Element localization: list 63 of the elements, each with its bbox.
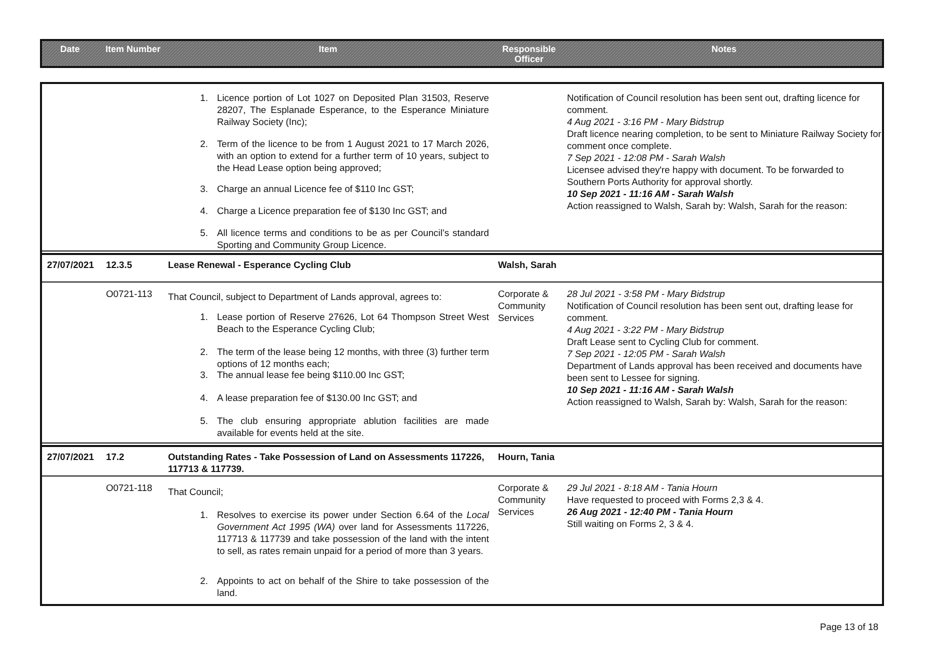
list-number: 4.: [199, 205, 208, 217]
resolution-intro: That Council;: [168, 486, 224, 498]
list-number: 1.: [199, 311, 208, 323]
list-number: 1.: [199, 92, 208, 104]
meeting-date: 27/07/2021: [47, 451, 95, 463]
meeting-date: 27/07/2021: [47, 259, 95, 271]
item-number: 17.2: [106, 451, 126, 463]
list-number: 5.: [199, 227, 208, 239]
note-timestamp: 4 Aug 2021 - 3:16 PM - Mary Bidstrup: [567, 116, 726, 128]
column-header: Item: [318, 44, 338, 54]
note-timestamp: 7 Sep 2021 - 12:05 PM - Sarah Walsh: [567, 348, 726, 360]
note-text: Action reassigned to Walsh, Sarah by: Walsh, Sarah for the reason:: [567, 396, 848, 408]
item-number: 12.3.5: [106, 259, 134, 271]
note-text: Department of Lands approval has been received and documents have been sent to Lessee for signing.: [567, 360, 863, 384]
column-header: Responsible Officer: [501, 44, 557, 64]
page-number: Page 13 of 18: [820, 621, 880, 633]
resolution-intro: That Council, subject to Department of Lands approval, agrees to:: [168, 291, 443, 303]
list-item-text: Term of the licence to be from 1 August 2021 to 17 March 2026, with an option to extend for a further term of 10 years, subject to the Head Lease option being approved;: [217, 138, 489, 174]
list-item-text: Lease portion of Reserve 27626, Lot 64 Thompson Street West Beach to the Esperance Cycling Club;: [217, 311, 489, 335]
note-timestamp: 26 Aug 2021 - 12:40 PM - Tania Hourn: [567, 506, 734, 518]
list-number: 4.: [199, 392, 208, 404]
list-number: 5.: [199, 415, 208, 427]
list-item-text: Licence portion of Lot 1027 on Deposited Plan 31503, Reserve 28207, The Esplanade Esperance, to the Esperance Miniature Railway Society (Inc);: [217, 92, 489, 128]
list-item-text: The annual lease fee being $110.00 Inc GST;: [217, 369, 406, 381]
note-timestamp: 10 Sep 2021 - 11:16 AM - Sarah Walsh: [567, 384, 735, 396]
list-number: 2.: [199, 575, 208, 587]
department-name: Corporate & Community Services: [498, 288, 550, 324]
list-item-text: Charge a Licence preparation fee of $130 Inc GST; and: [217, 205, 448, 217]
note-text: Licensee advised they're happy with document. To be forwarded to Southern Ports Authority for approval shortly.: [567, 164, 845, 188]
list-number: 2.: [199, 346, 208, 358]
note-text: Action reassigned to Walsh, Sarah by: Walsh, Sarah for the reason:: [567, 200, 848, 212]
note-timestamp: 28 Jul 2021 - 3:58 PM - Mary Bidstrup: [567, 288, 726, 300]
list-item-text: The term of the lease being 12 months, with three (3) further term options of 12 months each;: [217, 346, 489, 370]
note-text: Still waiting on Forms 2, 3 & 4.: [567, 518, 695, 530]
list-item-text: All licence terms and conditions to be as per Council’s standard Sporting and Community Group Licence.: [217, 227, 489, 251]
note-text: Draft Lease sent to Cycling Club for comment.: [567, 336, 760, 348]
note-timestamp: 29 Jul 2021 - 8:18 AM - Tania Hourn: [567, 482, 718, 494]
list-item-text: Appoints to act on behalf of the Shire to take possession of the land.: [217, 575, 489, 599]
list-item-text: Charge an annual Licence fee of $110 Inc GST;: [217, 183, 415, 195]
department-name: Corporate & Community Services: [498, 482, 550, 518]
list-number: 3.: [199, 369, 208, 381]
officer-name: Walsh, Sarah: [498, 259, 558, 271]
note-timestamp: 7 Sep 2021 - 12:08 PM - Sarah Walsh: [567, 152, 726, 164]
note-text: Notification of Council resolution has been sent out, drafting lease for comment.: [567, 300, 854, 324]
column-header: Item Number: [104, 44, 162, 54]
list-item-text: A lease preparation fee of $130.00 Inc GST; and: [217, 392, 418, 404]
resolution-number: O0721-113: [106, 288, 154, 300]
note-timestamp: 10 Sep 2021 - 11:16 AM - Sarah Walsh: [567, 188, 735, 200]
note-text: Have requested to proceed with Forms 2,3 & 4.: [567, 494, 764, 506]
note-text: Draft licence nearing completion, to be sent to Miniature Railway Society for comment once complete.: [567, 128, 882, 152]
column-header: Notes: [710, 44, 738, 54]
list-item-text: Resolves to exercise its power under Section 6.64 of the Local Government Act 1995 (WA) over land for Assessments 117226, 117713 & 117739 and take possession of the land with the intent to sell, as rates remain unpaid for a period of more than 3 years.: [217, 509, 489, 557]
list-number: 3.: [199, 183, 208, 195]
list-number: 1.: [199, 509, 208, 521]
column-header: Date: [59, 44, 81, 54]
list-number: 2.: [199, 138, 208, 150]
resolution-number: O0721-118: [106, 482, 154, 494]
note-timestamp: 4 Aug 2021 - 3:22 PM - Mary Bidstrup: [567, 324, 726, 336]
item-title: Lease Renewal - Esperance Cycling Club: [168, 259, 352, 271]
officer-name: Hourn, Tania: [498, 451, 556, 463]
item-title: Outstanding Rates - Take Possession of Land on Assessments 117226, 117713 & 117739.: [168, 451, 486, 475]
note-text: Notification of Council resolution has been sent out, drafting licence for comment.: [567, 92, 861, 116]
list-item-text: The club ensuring appropriate ablution facilities are made available for events held at the site.: [217, 415, 489, 439]
